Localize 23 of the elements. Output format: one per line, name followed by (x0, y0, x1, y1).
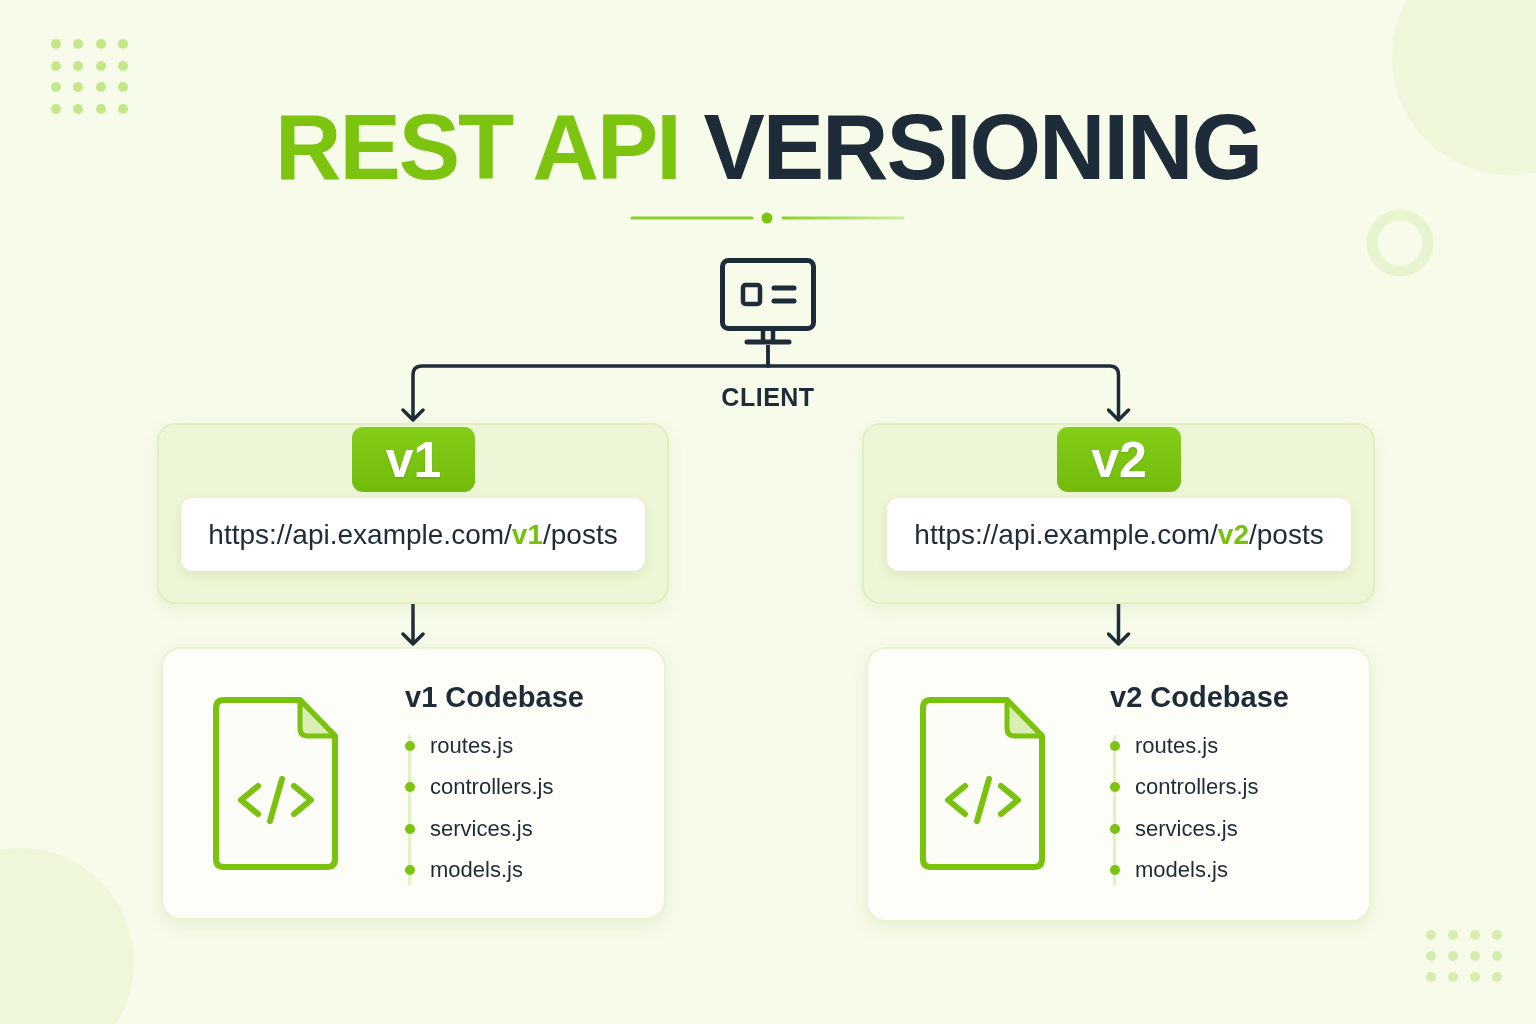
file-name: routes.js (1135, 732, 1219, 760)
card-heading: v2 Codebase (1110, 680, 1289, 714)
title: REST API VERSIONING (274, 101, 1262, 193)
url-box: https://api.example.com/v2/posts (887, 498, 1351, 571)
version-badge: v2 (1057, 427, 1181, 492)
file-name: models.js (430, 855, 523, 884)
arrow (766, 345, 1131, 422)
file-name: routes.js (430, 732, 514, 760)
file-name: models.js (1135, 855, 1228, 884)
file-name: controllers.js (1135, 773, 1259, 802)
codebase-card (866, 647, 1371, 922)
url-box: https://api.example.com/v1/posts (181, 498, 645, 571)
arrow (401, 604, 425, 646)
arrow (1106, 604, 1131, 646)
file-name: controllers.js (430, 773, 554, 802)
file-name: services.js (430, 814, 533, 843)
version-badge: v1 (352, 427, 475, 492)
version-panel (862, 423, 1375, 604)
card-heading: v1 Codebase (405, 680, 584, 714)
codebase-card (161, 647, 666, 920)
version-panel (157, 423, 669, 604)
file-name: services.js (1135, 814, 1238, 843)
client-label: CLIENT (721, 383, 815, 411)
